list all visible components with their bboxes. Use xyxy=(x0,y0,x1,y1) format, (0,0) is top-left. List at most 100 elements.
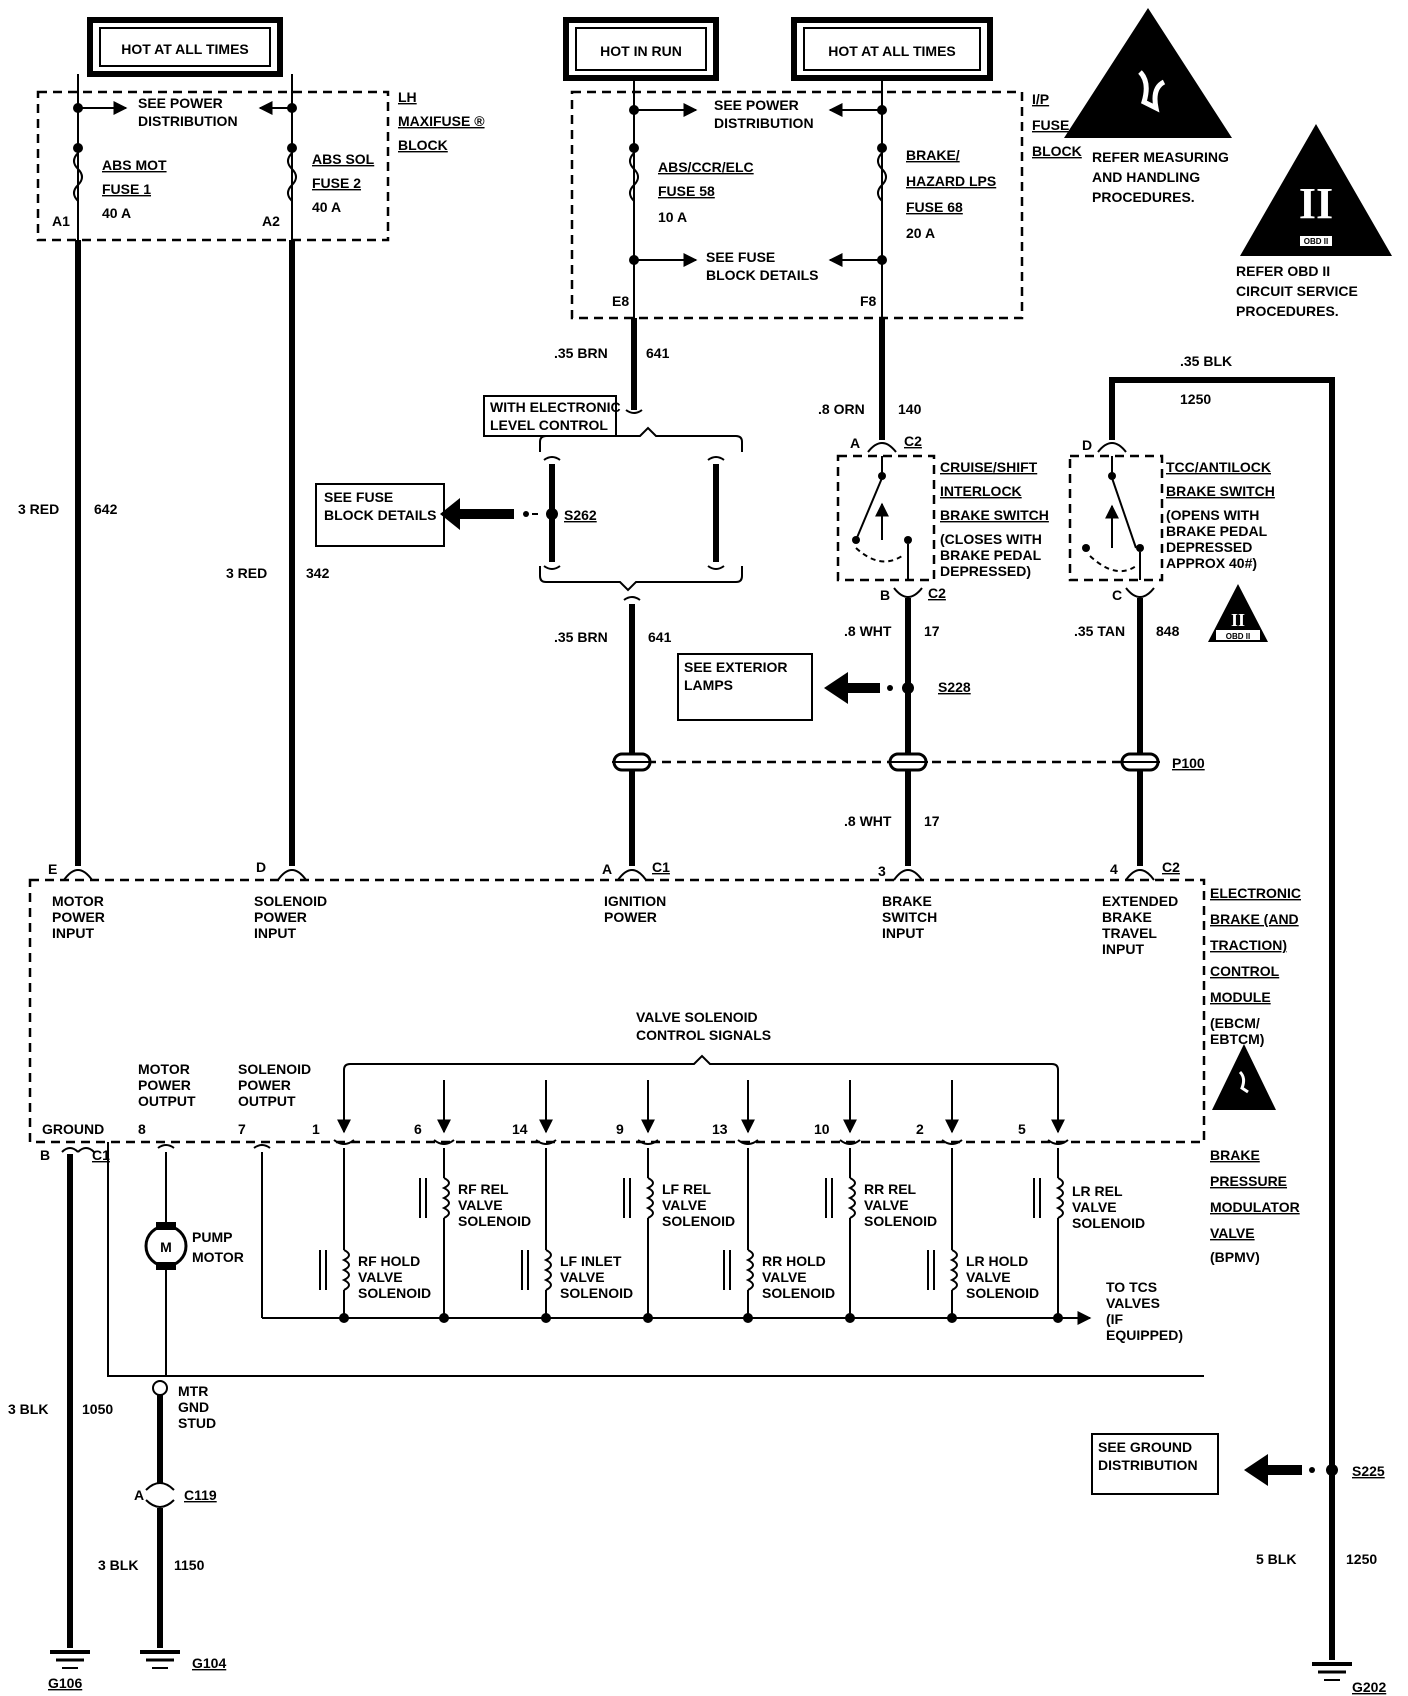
solenoid-pin: 10 xyxy=(814,1121,830,1137)
ebcm-title-line7: EBTCM) xyxy=(1210,1031,1264,1047)
solenoid-lr-hold-label-line2: VALVE xyxy=(966,1269,1011,1285)
solenoid-pin: 6 xyxy=(414,1121,422,1137)
wire-17-lower-label: .8 WHT xyxy=(844,813,892,829)
fuse-58-name: ABS/CCR/ELC xyxy=(658,159,754,175)
fuse-58-number: FUSE 58 xyxy=(658,183,715,199)
splice-s228: S228 xyxy=(938,679,971,695)
obd-note-line3: PROCEDURES. xyxy=(1236,303,1339,319)
solenoid-rf-rel-label: RF REL xyxy=(458,1181,509,1197)
solenoid-lr-hold: LR HOLD VALVE SOLENOID xyxy=(927,1148,1039,1323)
see-exterior-lamps-label-line2: LAMPS xyxy=(684,677,733,693)
bpmv-circuit: M PUMP MOTOR TO TCS VALVES (IF EQUIPPED)… xyxy=(107,1142,1204,1377)
solenoid-pin: 13 xyxy=(712,1121,728,1137)
lh-maxifuse-title: LH xyxy=(398,89,417,105)
valve-solenoid-signals-label-line2: CONTROL SIGNALS xyxy=(636,1027,771,1043)
ip-fuse-block: SEE POWER DISTRIBUTION ABS/CCR/ELC FUSE … xyxy=(570,78,1082,320)
switch-pin-a: A xyxy=(850,435,860,451)
obd-ii-small-roman: II xyxy=(1231,610,1245,630)
solenoid-lr-rel-label-line3: SOLENOID xyxy=(1072,1215,1145,1231)
splice-s228-dot xyxy=(902,682,914,694)
tcc-switch-title: TCC/ANTILOCK xyxy=(1166,459,1271,475)
solenoid-coil-icon xyxy=(745,1249,754,1291)
supply-box-hot-in-run: HOT IN RUN xyxy=(563,17,719,81)
pin-e8: E8 xyxy=(612,293,629,309)
wire-17-upper-label: .8 WHT xyxy=(844,623,892,639)
cruise-shift-interlock-brake-switch: CRUISE/SHIFT INTERLOCK BRAKE SWITCH (CLO… xyxy=(836,454,1049,582)
fuse-icon xyxy=(877,152,887,202)
obd-ii-note: II OBD II REFER OBD II CIRCUIT SERVICE P… xyxy=(1236,124,1392,319)
tcc-switch-note-line4: APPROX 40#) xyxy=(1166,555,1257,571)
see-fuse-block-details-line2: BLOCK DETAILS xyxy=(706,267,819,283)
ground-conn-c1: C1 xyxy=(92,1147,110,1163)
fuse-58-rating: 10 A xyxy=(658,209,687,225)
solenoid-rr-hold-label: RR HOLD xyxy=(762,1253,826,1269)
motor-power-input-label-line2: POWER xyxy=(52,909,105,925)
lh-maxifuse-block: SEE POWER DISTRIBUTION ABS MOT FUSE 1 40… xyxy=(36,74,485,242)
extended-brake-travel-label-line3: TRAVEL xyxy=(1102,925,1157,941)
wire-1150-number: 1150 xyxy=(174,1557,205,1573)
solenoid-pin: 14 xyxy=(512,1121,528,1137)
solenoid-lr-rel-label-line2: VALVE xyxy=(1072,1199,1117,1215)
solenoid-lf-inlet-label: LF INLET xyxy=(560,1253,622,1269)
ignition-power-label-line2: POWER xyxy=(604,909,657,925)
wire-642-label: 3 RED xyxy=(18,501,59,517)
splice-s262-dot xyxy=(546,508,558,520)
pin-7: 7 xyxy=(238,1121,246,1137)
esd-warning-icon xyxy=(1064,8,1232,138)
pin-8: 8 xyxy=(138,1121,146,1137)
see-fuse-block-box-label: SEE FUSE xyxy=(324,489,393,505)
solenoid-rr-hold: RR HOLD VALVE SOLENOID xyxy=(723,1148,835,1323)
solenoid-rr-rel-label: RR REL xyxy=(864,1181,917,1197)
wire-848-number: 848 xyxy=(1156,623,1180,639)
see-exterior-lamps-label: SEE EXTERIOR xyxy=(684,659,787,675)
solenoid-rr-rel-label-line3: SOLENOID xyxy=(864,1213,937,1229)
wire-1050-label: 3 BLK xyxy=(8,1401,48,1417)
obd-note-line2: CIRCUIT SERVICE xyxy=(1236,283,1358,299)
see-fuse-block-details-box: SEE FUSE BLOCK DETAILS xyxy=(315,483,445,547)
solenoid-coil-icon xyxy=(1055,1177,1064,1219)
motor-power-output-label-line3: OUTPUT xyxy=(138,1093,196,1109)
fuse-2-name: ABS SOL xyxy=(312,151,375,167)
ground-g106-label: G106 xyxy=(48,1675,82,1691)
solenoid-power-input-label-line2: POWER xyxy=(254,909,307,925)
input-pin-3: 3 xyxy=(878,863,886,879)
splice-s262: S262 xyxy=(564,507,597,523)
solenoid-lr-rel-label: LR REL xyxy=(1072,1183,1123,1199)
solenoid-pin: 5 xyxy=(1018,1121,1026,1137)
obd-ii-roman: II xyxy=(1299,179,1333,228)
brake-switch-input-label-line3: INPUT xyxy=(882,925,924,941)
solenoid-lr-hold-label: LR HOLD xyxy=(966,1253,1028,1269)
supply-box-hot-at-all-times-left: HOT AT ALL TIMES xyxy=(87,17,283,77)
cruise-switch-title: CRUISE/SHIFT xyxy=(940,459,1038,475)
wire-140-label: .8 ORN xyxy=(818,401,865,417)
solenoid-rr-rel: RR REL VALVE SOLENOID xyxy=(825,1148,937,1323)
solenoid-rr-hold-label-line2: VALVE xyxy=(762,1269,807,1285)
esd-note-line3: PROCEDURES. xyxy=(1092,189,1195,205)
see-ground-distribution-box: SEE GROUND DISTRIBUTION xyxy=(1091,1433,1219,1495)
input-pin-4: 4 xyxy=(1110,861,1118,877)
solenoid-lf-inlet-label-line2: VALVE xyxy=(560,1269,605,1285)
motor-symbol: M xyxy=(160,1239,172,1255)
see-ground-dist-label: SEE GROUND xyxy=(1098,1439,1192,1455)
fuse-1-number: FUSE 1 xyxy=(102,181,151,197)
fuse-icon xyxy=(287,152,297,202)
see-exterior-lamps-box: SEE EXTERIOR LAMPS xyxy=(677,653,813,721)
lh-maxifuse-title-line3: BLOCK xyxy=(398,137,448,153)
solenoid-coil-icon xyxy=(543,1249,552,1291)
obd-ii-small: OBD II xyxy=(1304,237,1328,246)
see-power-distribution: SEE POWER xyxy=(138,95,223,111)
obd-note: REFER OBD II xyxy=(1236,263,1330,279)
wire-1050-number: 1050 xyxy=(82,1401,113,1417)
ground-g202-label: G202 xyxy=(1352,1679,1386,1695)
fuse-68-name: BRAKE/ xyxy=(906,147,960,163)
obd-ii-small-icon: II OBD II xyxy=(1208,584,1268,642)
solenoid-lf-inlet: LF INLET VALVE SOLENOID xyxy=(521,1148,633,1323)
fuse-icon xyxy=(629,152,639,202)
switch-conn-c2-b: C2 xyxy=(928,585,946,601)
wire-1250-upper-label: .35 BLK xyxy=(1180,353,1232,369)
see-fuse-block-details: SEE FUSE xyxy=(706,249,775,265)
to-tcs-valves-line2: VALVES xyxy=(1106,1295,1160,1311)
ground-label: GROUND xyxy=(42,1121,104,1137)
extended-brake-travel-label: EXTENDED xyxy=(1102,893,1178,909)
to-tcs-valves-line4: EQUIPPED) xyxy=(1106,1327,1183,1343)
